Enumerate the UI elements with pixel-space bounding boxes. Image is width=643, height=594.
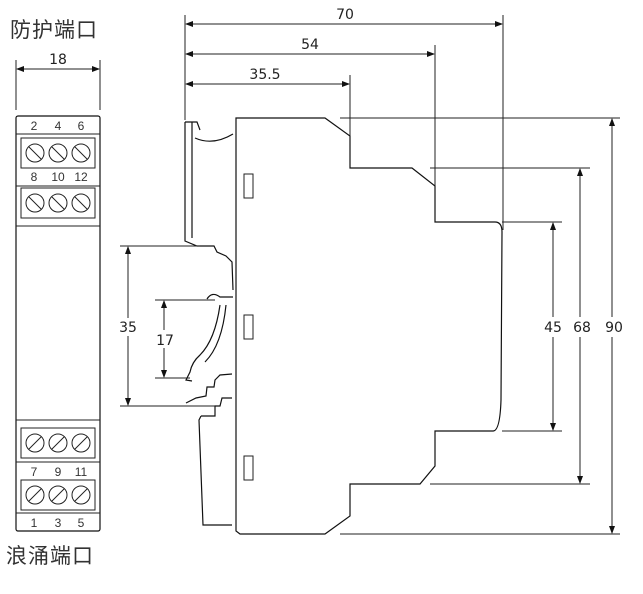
screw-row-top1 [25, 143, 91, 163]
protection-port-label: 防护端口 [10, 18, 98, 42]
module-body [15, 115, 101, 532]
terminal-number: 1 [31, 516, 38, 530]
dim-text-17: 17 [156, 333, 174, 349]
terminal-number: 5 [78, 516, 85, 530]
dim-text-35-5: 35.5 [249, 67, 280, 83]
indicator-slot [243, 314, 254, 340]
indicator-slot [243, 455, 254, 481]
terminal-number: 8 [31, 170, 38, 184]
terminal-number: 3 [55, 516, 62, 530]
terminal-number: 11 [75, 465, 88, 479]
dim-text-70: 70 [336, 7, 354, 23]
surge-port-label: 浪涌端口 [6, 544, 94, 568]
width-dim-text: 18 [49, 52, 67, 68]
housing-outline [235, 117, 503, 535]
dim-text-54: 54 [301, 37, 319, 53]
front-view: 18 [15, 52, 101, 532]
dim-text-68: 68 [573, 320, 591, 336]
terminal-number: 6 [78, 119, 85, 133]
screw-row-bottom1 [25, 433, 91, 453]
side-view: 70 54 35.5 35 17 [112, 7, 630, 535]
dim-text-35: 35 [119, 320, 137, 336]
terminal-number: 12 [74, 170, 88, 184]
terminal-number: 2 [31, 119, 38, 133]
terminal-number: 7 [31, 465, 38, 479]
indicator-slot [243, 173, 254, 199]
dim-text-90: 90 [605, 320, 623, 336]
screw-row-top2 [25, 193, 91, 213]
terminal-number: 10 [51, 170, 65, 184]
terminal-number: 4 [55, 119, 62, 133]
dim-text-45: 45 [544, 320, 562, 336]
screw-row-bottom2 [25, 485, 91, 505]
terminal-number: 9 [55, 465, 62, 479]
